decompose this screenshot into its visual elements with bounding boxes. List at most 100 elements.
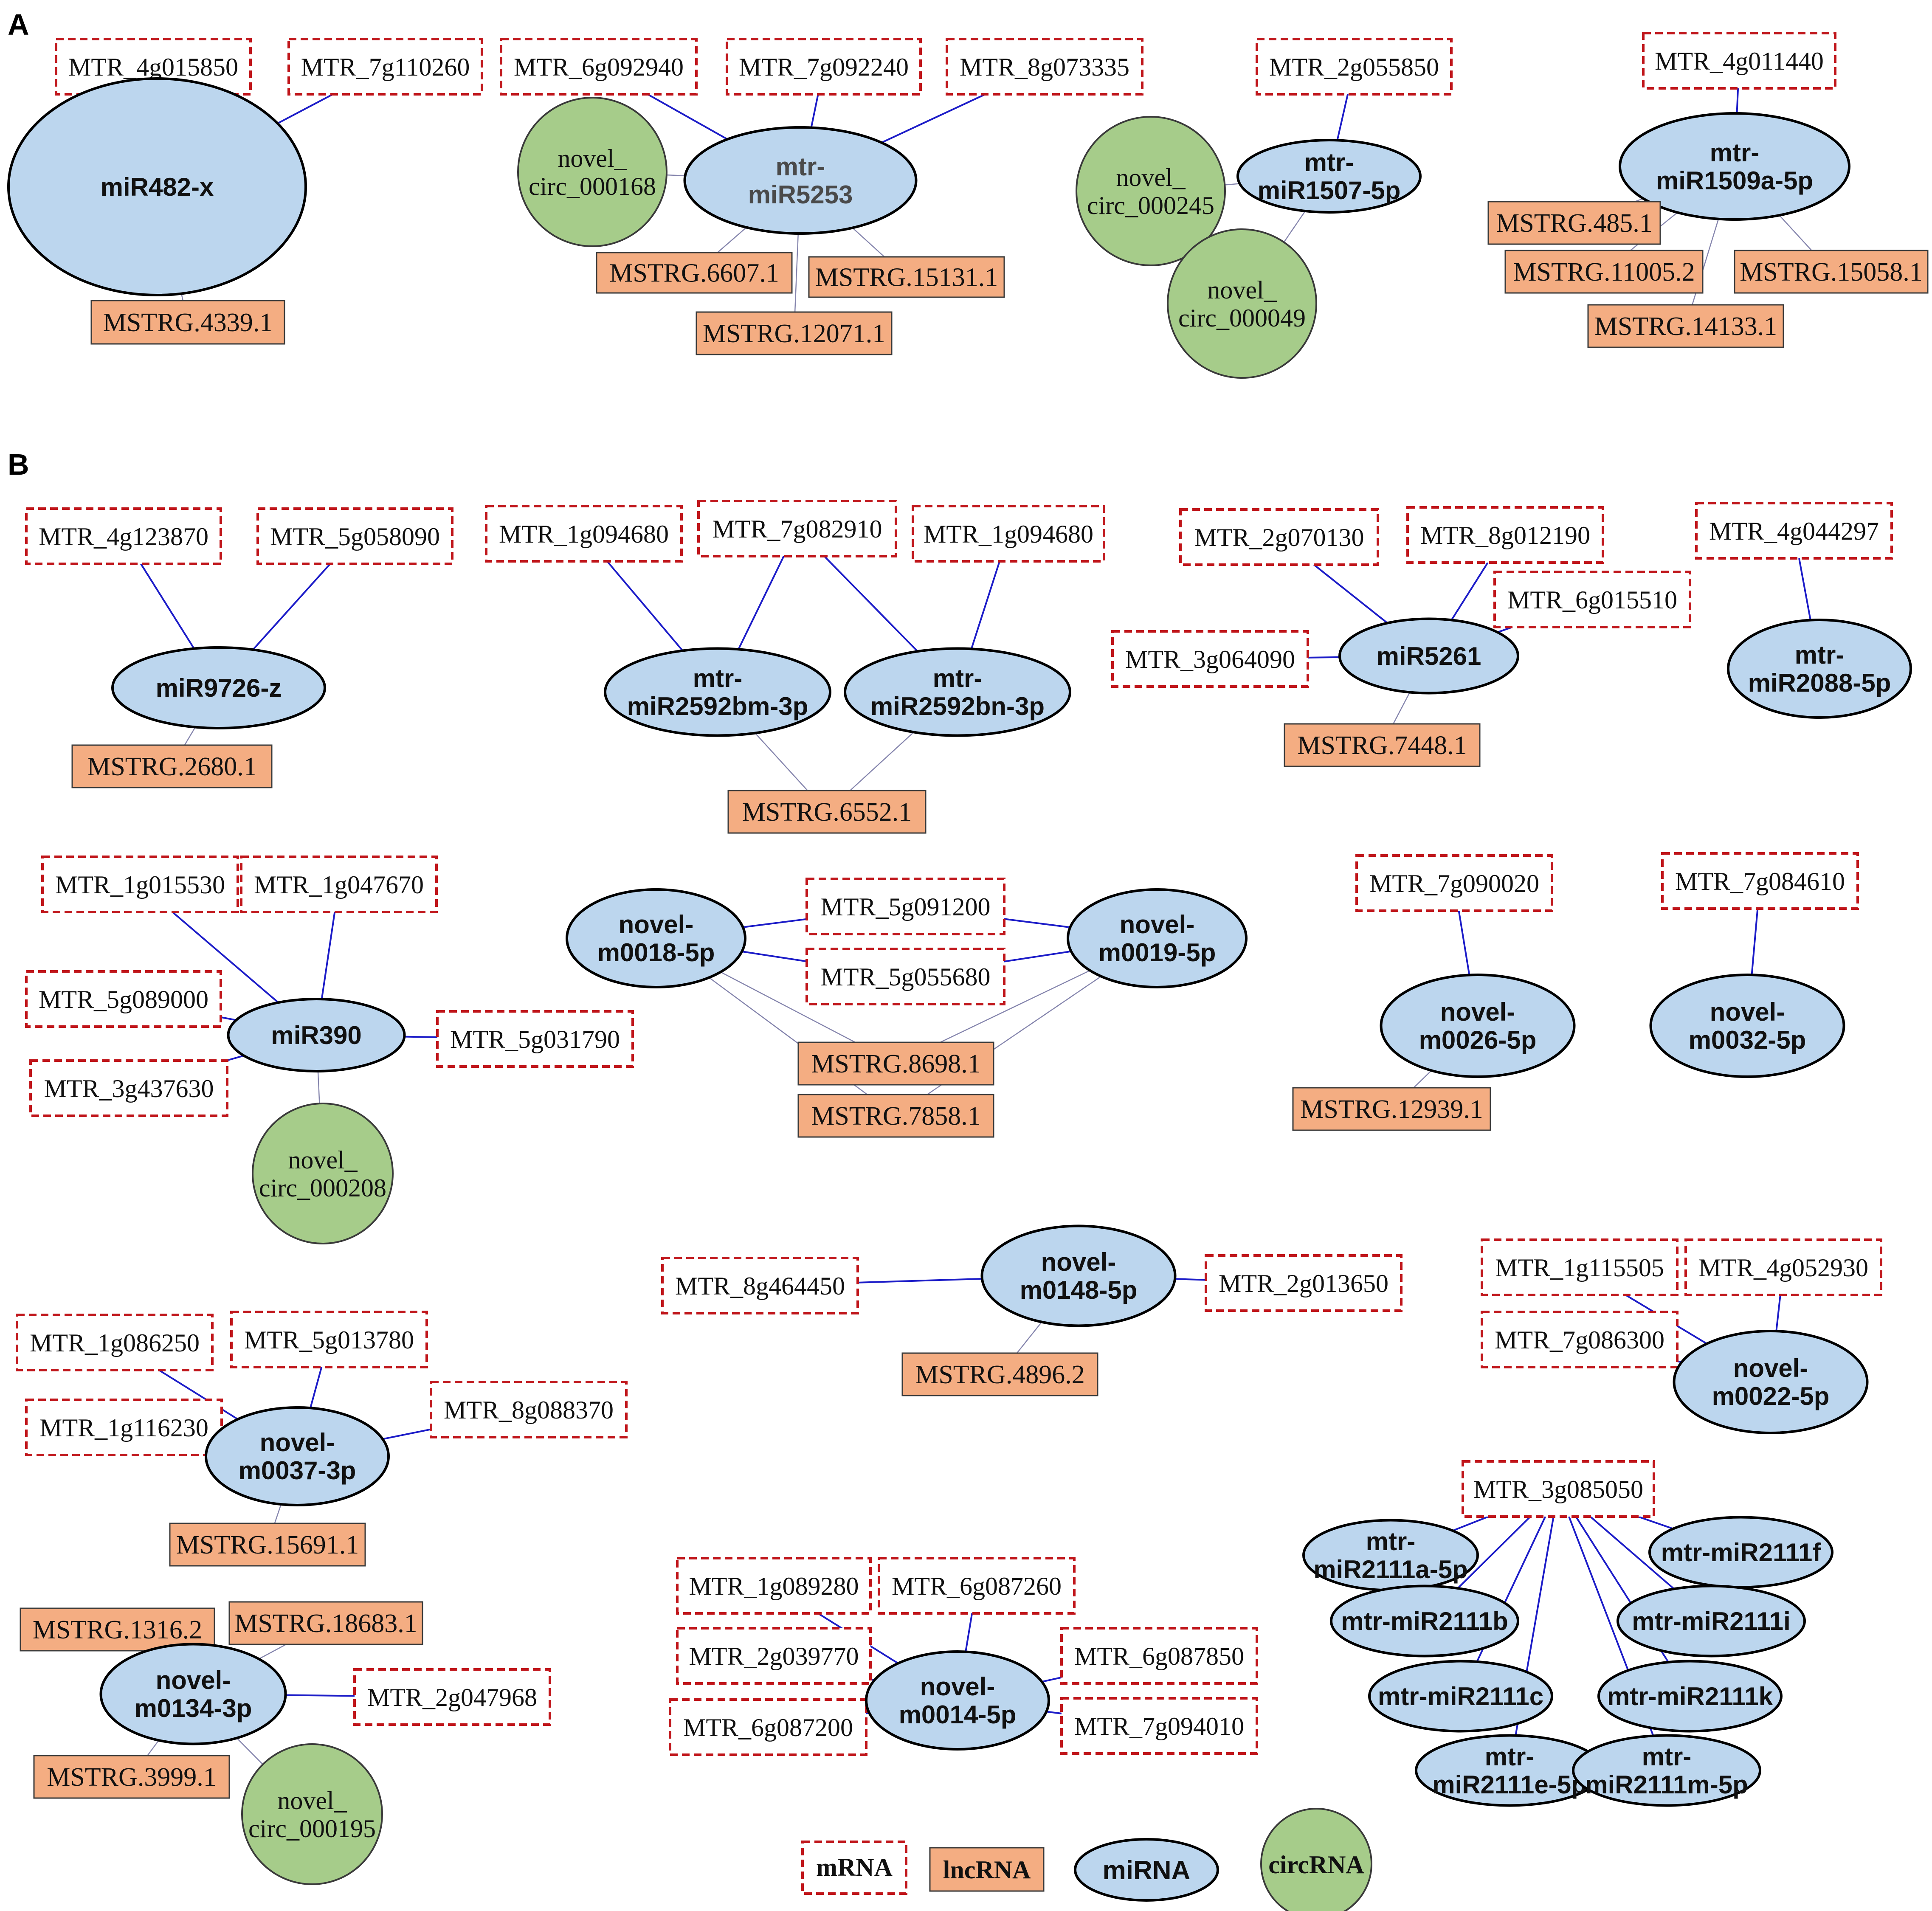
mrna-node: MTR_7g084610 (1661, 852, 1859, 910)
mirna-label: m0032-5p (1689, 1026, 1806, 1054)
edge-mir_2592bn-m_7g082910 (823, 555, 918, 652)
edge-mir_m0037-l_15691 (274, 1504, 282, 1524)
mrna-node: MTR_1g094680 (485, 505, 683, 563)
mrna-node: MTR_4g052930 (1684, 1238, 1882, 1296)
edge-mir_m0037-m_5g013780 (310, 1367, 323, 1408)
legend-lncrna-label: lncRNA (943, 1856, 1031, 1884)
mirna-node: novel-m0148-5p (980, 1224, 1177, 1327)
circrna-node: novel_circ_000245 (1076, 116, 1226, 266)
mirna-label: mtr- (1366, 1527, 1416, 1556)
edge-mir_482x-m_7g110260 (277, 93, 333, 124)
mirna-node: miR5261 (1338, 617, 1519, 695)
lncrna-node: MSTRG.6552.1 (727, 790, 927, 834)
mrna-node: MTR_7g086300 (1481, 1311, 1679, 1368)
edge-mir_390-c_208 (317, 1071, 320, 1104)
mrna-node: MTR_1g047670 (240, 856, 438, 913)
mrna-label: MTR_1g015530 (55, 871, 225, 899)
edge-mir_1507-c_049 (1283, 211, 1306, 243)
mrna-label: MTR_6g087200 (683, 1714, 853, 1742)
mrna-label: MTR_2g070130 (1194, 523, 1364, 552)
mrna-label: MTR_7g084610 (1675, 867, 1845, 895)
mirna-node: novel-m0037-3p (205, 1406, 390, 1506)
mrna-node: MTR_1g115505 (1481, 1238, 1679, 1296)
mrna-node: MTR_3g437630 (29, 1059, 228, 1117)
lncrna-label: MSTRG.12939.1 (1300, 1095, 1483, 1124)
mrna-label: MTR_5g013780 (244, 1326, 414, 1354)
mrna-label: MTR_2g039770 (689, 1642, 859, 1670)
mrna-node: MTR_5g091200 (805, 878, 1005, 935)
mrna-label: MTR_1g116230 (39, 1414, 208, 1442)
mirna-label: miR2111a-5p (1313, 1555, 1468, 1584)
mrna-node: MTR_1g086250 (16, 1314, 214, 1371)
mirna-node: mtr-miR2111a-5p (1302, 1519, 1479, 1592)
lncrna-label: MSTRG.6607.1 (609, 259, 779, 288)
legend-circrna-label: circRNA (1268, 1851, 1364, 1879)
mirna-node: novel-m0019-5p (1067, 888, 1248, 988)
lncrna-node: MSTRG.7858.1 (797, 1094, 994, 1138)
mrna-label: MTR_3g085050 (1473, 1475, 1643, 1503)
edge-mir_m0134-l_18683 (259, 1644, 287, 1660)
lncrna-label: MSTRG.7448.1 (1297, 731, 1467, 760)
edge-mir_5253-l_6607 (717, 227, 747, 253)
mirna-label: miR9726-z (156, 674, 282, 702)
lncrna-node: MSTRG.15691.1 (169, 1523, 366, 1567)
edge-mir_9726-m_5g058090 (252, 563, 331, 650)
circrna-label: circ_000049 (1178, 304, 1306, 332)
lncrna-label: MSTRG.15131.1 (815, 263, 998, 292)
mrna-label: MTR_8g464450 (675, 1272, 845, 1300)
edge-mir_390-m_3g437630 (226, 1055, 244, 1061)
mirna-node: mtr-miR2111c (1368, 1660, 1553, 1733)
edge-mir_390-m_1g047670 (321, 912, 336, 999)
legend-lncrna-swatch (929, 1847, 1045, 1892)
lncrna-node: MSTRG.11005.2 (1504, 250, 1704, 294)
mirna-label: m0026-5p (1419, 1026, 1537, 1054)
mirna-label: miR2111e-5p (1432, 1770, 1587, 1799)
mrna-node: MTR_5g055680 (805, 948, 1005, 1005)
edge-mir_m0026-l_12939 (1413, 1070, 1432, 1088)
mrna-label: MTR_1g089280 (689, 1572, 859, 1600)
legend-mrna-label: mRNA (816, 1853, 893, 1881)
legend-mrna-swatch (801, 1841, 907, 1895)
mrna-node: MTR_4g011440 (1642, 32, 1836, 90)
mrna-label: MTR_7g092240 (739, 53, 909, 81)
lncrna-node: MSTRG.4339.1 (90, 300, 285, 345)
edge-mir_1507-c_245 (1225, 183, 1240, 186)
mrna-label: MTR_1g086250 (30, 1329, 200, 1357)
mrna-node: MTR_5g089000 (25, 970, 222, 1028)
edge-mir_m0019-l_8698 (940, 970, 1090, 1043)
mirna-label: novel- (1041, 1248, 1116, 1276)
mirna-label: miR2088-5p (1748, 669, 1891, 697)
mirna-node: novel-m0014-5p (865, 1650, 1050, 1751)
mirna-node: mtr-miR2592bn-3p (844, 647, 1071, 737)
lncrna-node: MSTRG.2680.1 (71, 744, 273, 788)
lncrna-label: MSTRG.6552.1 (742, 798, 912, 827)
mrna-label: MTR_7g090020 (1369, 870, 1539, 898)
mrna-label: MTR_5g055680 (820, 963, 990, 991)
mirna-label: miR5261 (1377, 642, 1481, 670)
mrna-node: MTR_6g087200 (669, 1698, 867, 1756)
mrna-node: MTR_2g055850 (1256, 38, 1453, 96)
mirna-label: mtr- (1304, 148, 1354, 177)
lncrna-node: MSTRG.14133.1 (1587, 304, 1784, 348)
edge-mir_m0018-m_5g055680 (741, 951, 807, 963)
mrna-node: MTR_8g073335 (946, 38, 1143, 96)
mrna-node: MTR_3g064090 (1111, 630, 1309, 688)
lncrna-label: MSTRG.2680.1 (87, 752, 257, 781)
mirna-label: miR482-x (101, 173, 214, 201)
mirna-node: mtr-miR2111m-5p (1572, 1734, 1761, 1807)
edge-mir_m0148-l_4896 (1016, 1321, 1042, 1354)
lncrna-label: MSTRG.485.1 (1496, 209, 1653, 238)
mrna-node: MTR_7g092240 (726, 38, 922, 96)
mrna-label: MTR_5g089000 (39, 985, 208, 1013)
mrna-node: MTR_8g012190 (1406, 506, 1604, 564)
mrna-node: MTR_1g089280 (676, 1557, 872, 1615)
mrna-label: MTR_1g047670 (254, 871, 424, 899)
lncrna-node: MSTRG.7448.1 (1284, 723, 1481, 767)
mrna-label: MTR_8g012190 (1420, 521, 1590, 549)
mrna-node: MTR_6g087850 (1060, 1627, 1258, 1685)
mirna-node: novel-m0026-5p (1380, 974, 1576, 1078)
legend-circrna-swatch (1260, 1808, 1372, 1911)
edge-mir_m0019-m_5g055680 (1004, 950, 1071, 963)
edge-mir_m0148-m_2g013650 (1175, 1278, 1206, 1281)
